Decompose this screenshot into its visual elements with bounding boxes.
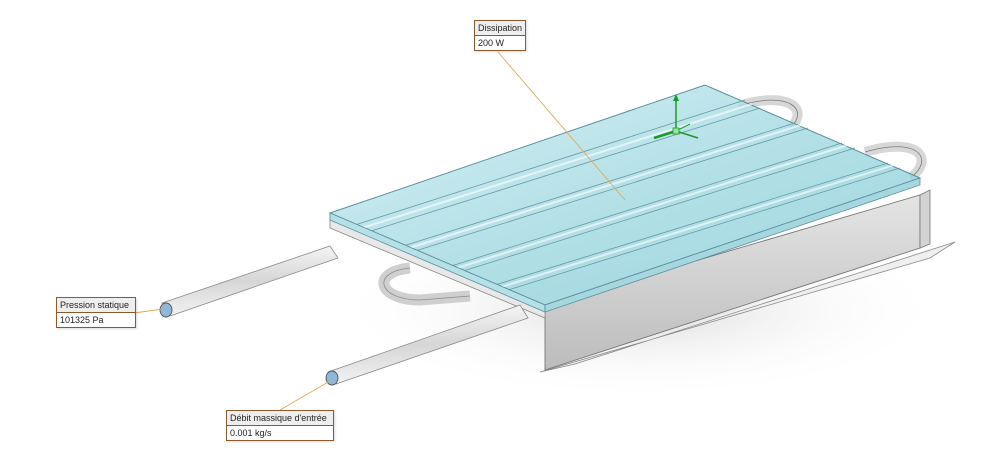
base-flange [539, 241, 956, 373]
leader-lines [133, 51, 626, 411]
inlet-pipe[interactable] [159, 245, 339, 318]
coordinate-triad-icon [653, 94, 699, 140]
dissipation-callout[interactable]: Dissipation 200 W [474, 20, 526, 51]
callout-value: 101325 Pa [60, 315, 104, 325]
callout-value: 0.001 kg/s [230, 428, 272, 438]
callout-title: Dissipation [475, 21, 525, 36]
callout-value: 200 W [478, 38, 505, 48]
callout-title: Pression statique [57, 298, 135, 313]
callout-title: Débit massique d'entrée [227, 411, 333, 426]
side-wall [919, 189, 931, 249]
inlet-mass-flow-callout[interactable]: Débit massique d'entrée 0.001 kg/s [226, 410, 334, 441]
static-pressure-callout[interactable]: Pression statique 101325 Pa [56, 297, 136, 328]
channel-lines [354, 99, 901, 291]
